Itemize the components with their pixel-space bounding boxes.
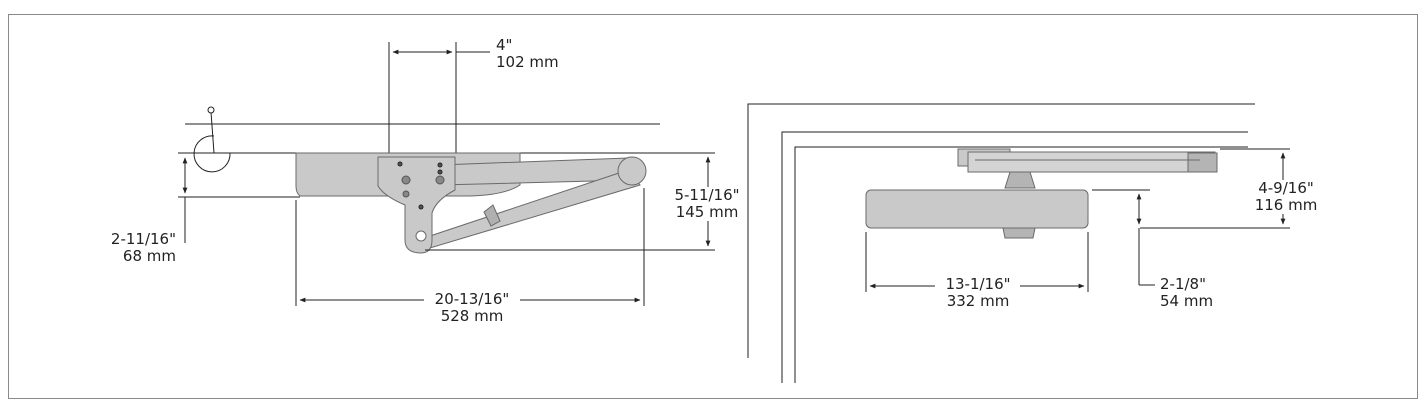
bracket-hole-4 <box>418 204 424 210</box>
bracket-screw-3 <box>402 190 410 198</box>
right-view <box>747 103 1290 383</box>
dim-right-imperial: 5-11/16" <box>674 186 740 204</box>
dim-bottom-label: 20-13/16" 528 mm <box>426 291 518 325</box>
diagram-frame <box>8 14 1418 399</box>
frame-face-line <box>794 146 1248 383</box>
dim-top-metric: 102 mm <box>496 53 559 71</box>
bracket-pivot <box>415 230 427 242</box>
bracket-hole-1 <box>437 169 443 175</box>
dim-right-label: 5-11/16" 145 mm <box>668 187 746 221</box>
dim-bottom-metric: 528 mm <box>440 307 504 325</box>
dim-body-metric: 54 mm <box>1160 292 1214 310</box>
dim-top-label: 4" 102 mm <box>496 37 559 71</box>
hinge-pin-head <box>207 106 215 114</box>
dim-left-imperial: 2-11/16" <box>110 230 176 248</box>
dim-rb-metric: 332 mm <box>946 292 1010 310</box>
dim-rb-imperial: 13-1/16" <box>945 275 1011 293</box>
dim-bottom-imperial: 20-13/16" <box>434 290 510 308</box>
dim-body-imperial: 2-1/8" <box>1160 275 1206 293</box>
arm-shoe <box>617 156 647 186</box>
frame-stop-line <box>781 131 1248 383</box>
dim-right-metric: 145 mm <box>675 203 739 221</box>
bracket-hole-3 <box>437 162 443 168</box>
adjust-sleeve <box>483 204 501 227</box>
left-view <box>178 42 715 306</box>
dim-r-label: 4-9/16" 116 mm <box>1248 180 1324 214</box>
bracket-screw-1 <box>401 175 411 185</box>
hinge-pin <box>210 111 215 154</box>
hinge-swing-arc <box>193 135 231 173</box>
closer-body-front <box>865 189 1089 229</box>
dim-r-metric: 116 mm <box>1254 196 1318 214</box>
dim-top-imperial: 4" <box>496 36 513 54</box>
dim-left-metric: 68 mm <box>122 247 176 265</box>
arm-pivot <box>1004 171 1036 189</box>
dim-r-imperial: 4-9/16" <box>1258 179 1314 197</box>
dim-rb-label: 13-1/16" 332 mm <box>936 276 1020 310</box>
dim-left-label: 2-11/16" 68 mm <box>100 231 176 265</box>
frame-outer-line <box>747 103 1255 358</box>
adjust-valve <box>1002 227 1036 239</box>
bracket-hole-2 <box>397 161 403 167</box>
arm-shoe-top <box>1187 152 1218 173</box>
dim-body-label: 2-1/8" 54 mm <box>1160 276 1213 310</box>
arm-rail <box>967 151 1216 173</box>
bracket-screw-2 <box>435 175 445 185</box>
